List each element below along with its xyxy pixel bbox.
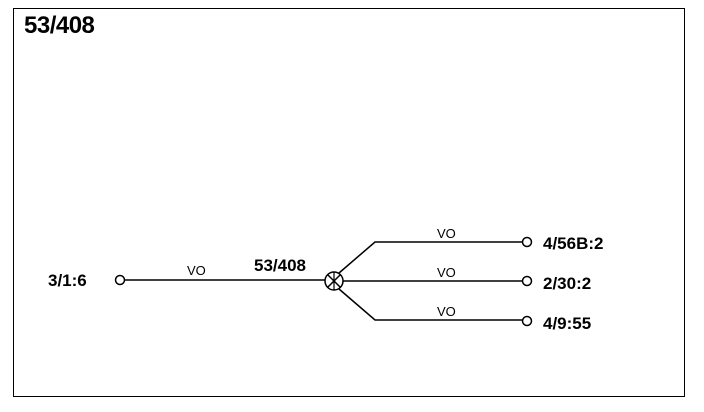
source-connector-terminal	[114, 274, 126, 286]
branch-terminal-3	[521, 315, 533, 327]
branch-connector-1-label: 4/56B:2	[543, 234, 603, 253]
diagram-title: 53/408	[24, 12, 95, 39]
branch-wire-2-label: VO	[437, 265, 456, 280]
splice-label: 53/408	[254, 256, 306, 275]
branch-wire-3-label: VO	[437, 304, 456, 319]
diagram-frame	[13, 8, 685, 397]
branch-wire-3	[338, 288, 522, 321]
branch-wire-1	[338, 241, 522, 274]
branch-terminal-2	[521, 275, 533, 287]
splice-node-icon	[324, 271, 344, 291]
source-wire-label: VO	[187, 263, 206, 278]
branch-connector-2-label: 2/30:2	[543, 274, 591, 293]
branch-connector-3-label: 4/9:55	[543, 314, 591, 333]
branch-wire-1-label: VO	[437, 226, 456, 241]
branch-terminal-1	[521, 236, 533, 248]
source-connector-label: 3/1:6	[48, 271, 87, 290]
